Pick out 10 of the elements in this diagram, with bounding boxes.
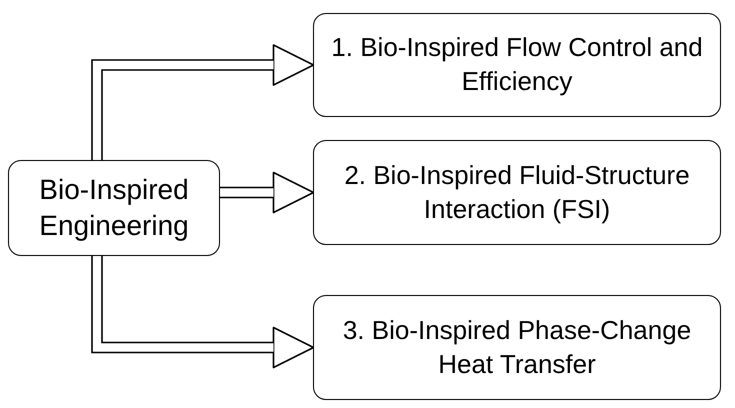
rounded-box	[313, 13, 721, 117]
rounded-box	[313, 295, 721, 400]
box-label: 3. Bio-Inspired Phase-Change Heat Transfer	[342, 314, 692, 380]
box-label: Bio-Inspired Engineering	[38, 172, 190, 243]
hollow-arrow	[220, 172, 314, 214]
rounded-box	[8, 160, 220, 256]
hollow-arrow	[91, 44, 314, 160]
box-label: 1. Bio-Inspired Flow Control and Efficiency	[330, 31, 704, 98]
rounded-box	[313, 140, 721, 245]
box-label: 2. Bio-Inspired Fluid-Structure Interaction (FSI)	[343, 158, 691, 226]
